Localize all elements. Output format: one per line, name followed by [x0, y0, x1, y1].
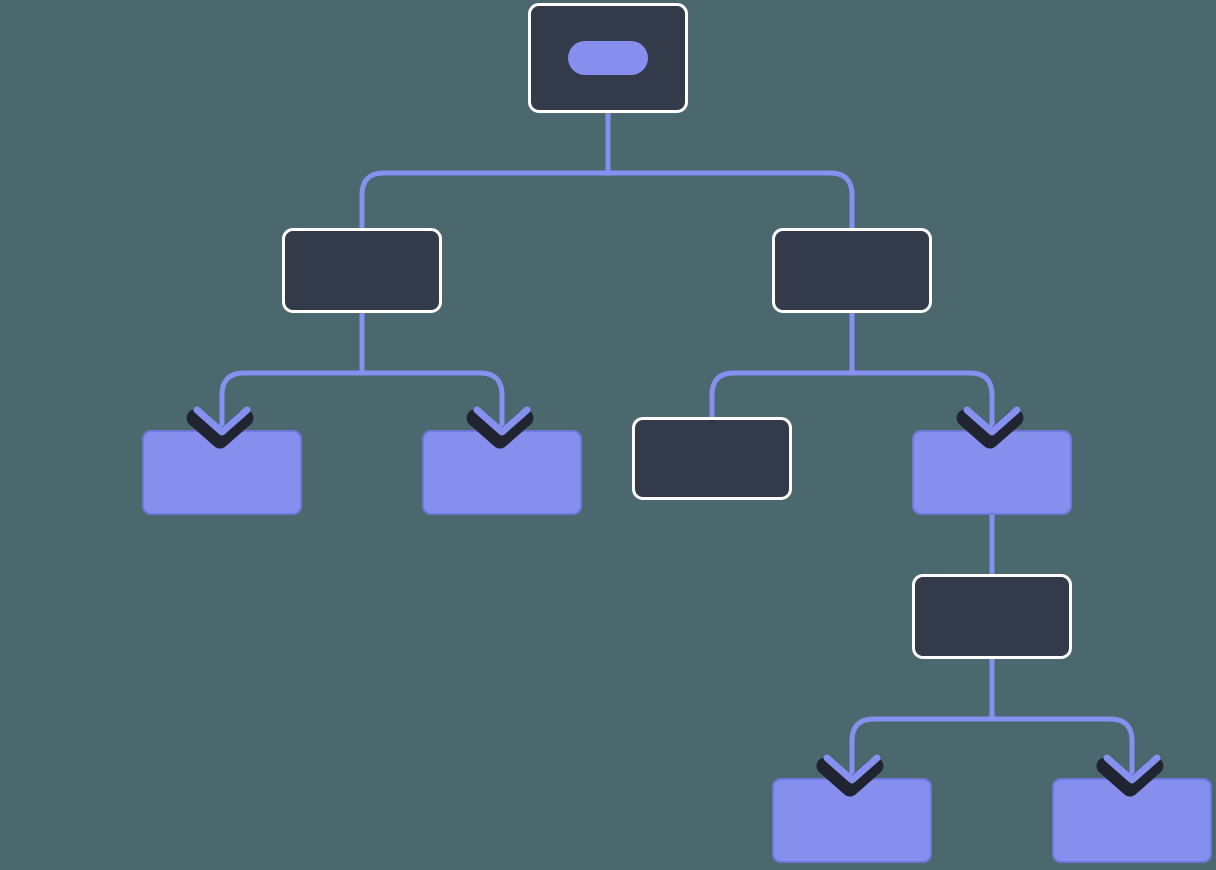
level4-leaf-b[interactable]	[1052, 778, 1212, 863]
level2-leaf-b[interactable]	[422, 430, 582, 515]
level3-dark-node[interactable]	[912, 574, 1072, 659]
level4-leaf-a[interactable]	[772, 778, 932, 863]
level2-leaf-a[interactable]	[142, 430, 302, 515]
level1-right-node[interactable]	[772, 228, 932, 313]
level2-leaf-d[interactable]	[912, 430, 1072, 515]
root-pill	[568, 41, 648, 75]
level1-left-node[interactable]	[282, 228, 442, 313]
level2-dark-node[interactable]	[632, 417, 792, 500]
